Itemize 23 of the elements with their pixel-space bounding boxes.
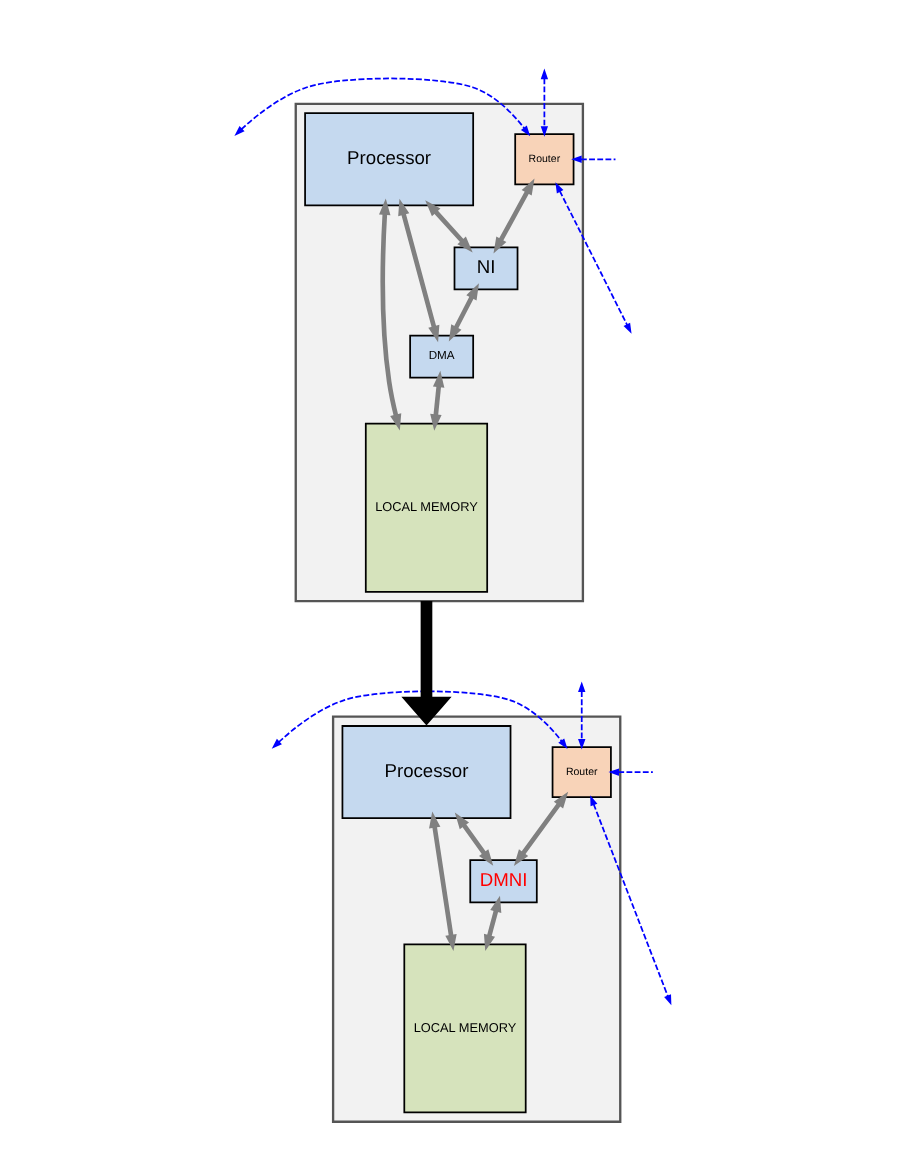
arrow	[454, 812, 494, 866]
arrow	[483, 895, 502, 952]
node-box: Processor	[304, 112, 475, 207]
arrow	[425, 200, 473, 253]
node-box: Processor	[341, 725, 512, 820]
arrow	[571, 155, 617, 163]
arrow	[379, 198, 402, 431]
arrow	[401, 601, 452, 726]
arrow	[234, 77, 531, 137]
node-box: NI	[453, 246, 519, 291]
node-box: DMNI	[469, 859, 538, 904]
arrow	[429, 811, 457, 952]
arrow	[513, 791, 569, 866]
arrow	[608, 768, 654, 776]
arrow	[590, 795, 672, 1006]
arrow	[493, 178, 535, 254]
arrow	[398, 198, 440, 343]
arrow	[578, 681, 586, 750]
arrow	[540, 68, 549, 137]
arrow	[430, 370, 445, 431]
arrow	[271, 690, 568, 749]
arrow	[555, 182, 632, 334]
arrow	[448, 283, 479, 342]
